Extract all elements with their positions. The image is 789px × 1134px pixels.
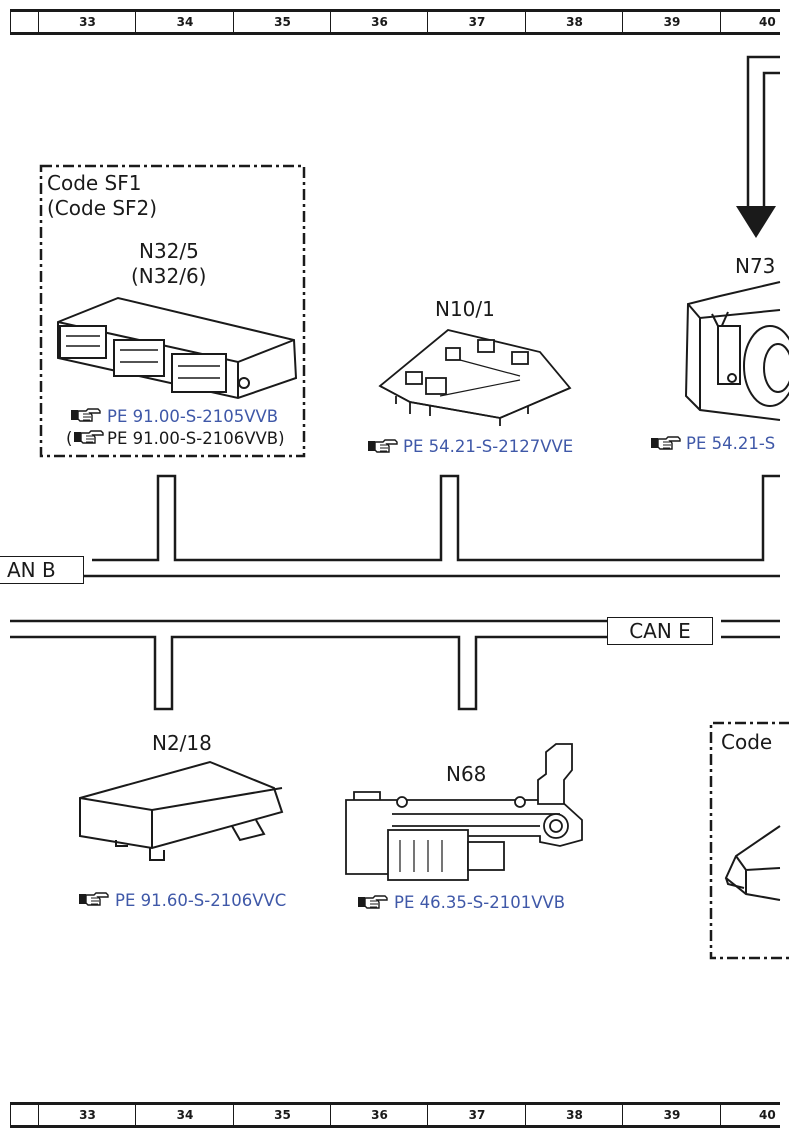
n2-18-label: N2/18 — [152, 731, 212, 755]
grid-row-top: 33 34 35 36 37 38 39 40 — [10, 9, 780, 35]
grid-cell-blank — [10, 1105, 39, 1125]
n10-1-label: N10/1 — [435, 297, 495, 321]
code-right-label: Code — [721, 730, 773, 754]
n68-label: N68 — [446, 762, 487, 786]
grid-cell-34: 34 — [135, 1105, 234, 1125]
grid-cell-34: 34 — [135, 12, 234, 32]
grid-row-bottom: 33 34 35 36 37 38 39 40 — [10, 1102, 780, 1128]
grid-cell-38: 38 — [525, 12, 623, 32]
pointing-hand-icon — [367, 439, 398, 453]
pointing-hand-icon — [650, 436, 681, 450]
n32-6-reference-prefix: ( — [66, 429, 73, 448]
grid-cell-37: 37 — [427, 12, 526, 32]
can-e-bus — [10, 619, 780, 711]
code-sf-boundary — [39, 164, 306, 458]
n73-label: N73 — [735, 254, 776, 278]
down-arrow-icon — [736, 55, 780, 238]
pointing-hand-icon — [357, 895, 388, 909]
n32-5-label: N32/5 — [139, 239, 199, 263]
n73-reference-link[interactable]: PE 54.21-S — [686, 434, 776, 453]
code-sf2-label: (Code SF2) — [47, 196, 158, 220]
pointing-hand-icon — [70, 408, 101, 422]
can-b-bus — [10, 474, 780, 578]
n68-reference-link[interactable]: PE 46.35-S-2101VVB — [394, 893, 566, 912]
n10-1-reference-link[interactable]: PE 54.21-S-2127VVE — [403, 437, 574, 456]
grid-cell-blank — [10, 12, 39, 32]
grid-cell-38: 38 — [525, 1105, 623, 1125]
n32-5-control-unit-drawing — [57, 296, 298, 400]
pointing-hand-icon — [78, 892, 109, 906]
grid-cell-40: 40 — [720, 1105, 780, 1125]
grid-cell-33: 33 — [38, 12, 136, 32]
n2-18-control-unit-drawing — [79, 760, 284, 861]
grid-cell-36: 36 — [330, 12, 428, 32]
n32-6-label: (N32/6) — [131, 264, 207, 288]
pointing-hand-icon — [73, 430, 104, 444]
code-right-unit-drawing — [724, 825, 781, 901]
n2-18-reference-link[interactable]: PE 91.60-S-2106VVC — [115, 891, 287, 910]
code-right-boundary — [709, 721, 789, 960]
n73-switch-drawing — [684, 281, 789, 421]
grid-cell-35: 35 — [233, 12, 331, 32]
grid-cell-36: 36 — [330, 1105, 428, 1125]
grid-cell-39: 39 — [622, 12, 721, 32]
grid-cell-37: 37 — [427, 1105, 526, 1125]
code-sf1-label: Code SF1 — [47, 171, 142, 195]
n10-1-control-unit-drawing — [378, 329, 572, 426]
can-e-label: CAN E — [607, 617, 713, 645]
n32-5-reference-link[interactable]: PE 91.00-S-2105VVB — [107, 407, 279, 426]
grid-cell-35: 35 — [233, 1105, 331, 1125]
grid-cell-40: 40 — [720, 12, 780, 32]
n68-steering-gear-drawing — [345, 743, 583, 881]
grid-cell-33: 33 — [38, 1105, 136, 1125]
grid-cell-39: 39 — [622, 1105, 721, 1125]
can-b-label: AN B — [0, 556, 84, 584]
n32-6-reference-link[interactable]: PE 91.00-S-2106VVB) — [107, 429, 285, 448]
